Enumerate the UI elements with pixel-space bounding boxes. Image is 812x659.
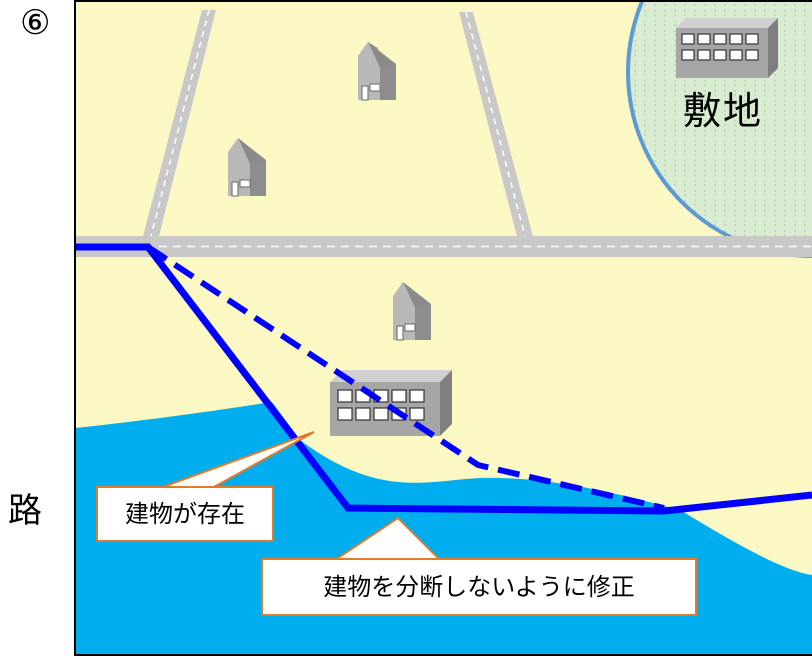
side-text: 路 xyxy=(8,491,42,531)
house-icon xyxy=(358,42,396,101)
callout-fix-text: 建物を分断しないように修正 xyxy=(323,573,635,601)
house-icon xyxy=(393,282,431,341)
figure-number: ⑥ xyxy=(20,3,51,43)
callout-existing-building-text: 建物が存在 xyxy=(125,500,245,528)
office-building-icon xyxy=(676,18,778,78)
original-route-dashed xyxy=(146,244,665,511)
site-label: 敷地 xyxy=(683,89,764,133)
callout-existing-building: 建物が存在 xyxy=(96,486,274,542)
callout-fix: 建物を分断しないように修正 xyxy=(261,558,697,616)
revised-route xyxy=(75,243,812,515)
road-network xyxy=(75,9,812,257)
map-frame xyxy=(74,0,812,656)
house-icon xyxy=(228,138,266,197)
